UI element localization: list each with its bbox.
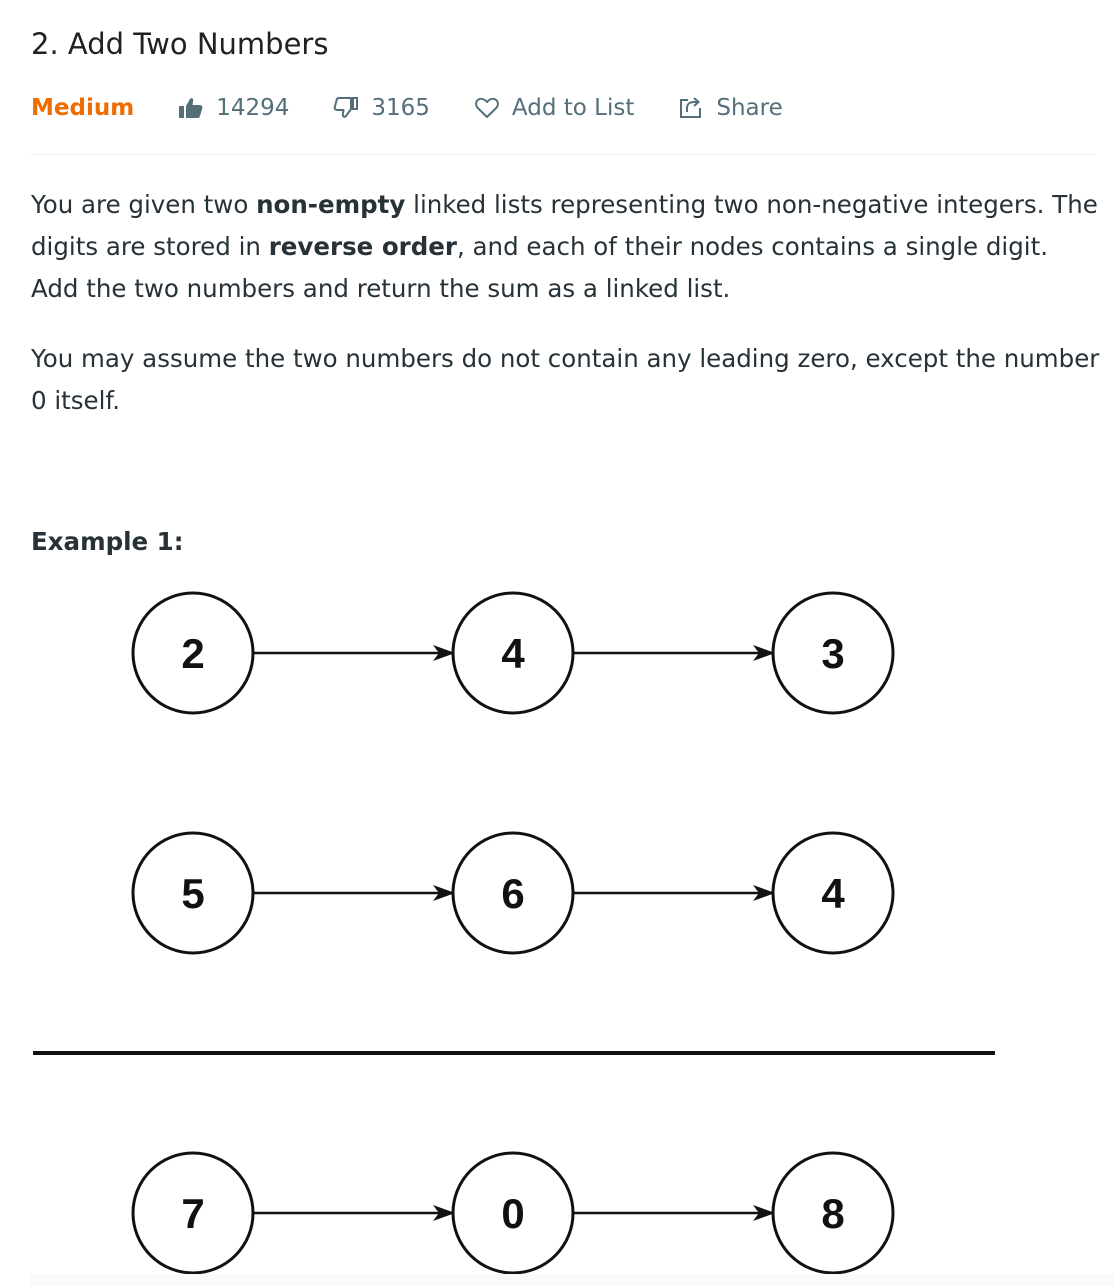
header-divider: [31, 154, 1095, 155]
emphasis-reverse-order: reverse order: [268, 232, 457, 261]
share-label: Share: [716, 95, 783, 121]
list-node-value: 2: [181, 630, 204, 677]
list-node: [771, 1151, 895, 1275]
description-text: , and each of their nodes contains a sin…: [31, 232, 1048, 303]
heart-icon: [475, 97, 499, 118]
problem-description: You are given two non-empty linked lists…: [31, 184, 1101, 450]
list-node-value: 4: [821, 870, 845, 917]
difficulty-label: Medium: [31, 95, 135, 121]
example-box-edge: [31, 1274, 1115, 1286]
list-node-value: 0: [501, 1190, 524, 1237]
list-node: [451, 591, 575, 715]
list-node: [131, 591, 255, 715]
description-paragraph-2: You may assume the two numbers do not co…: [31, 344, 1100, 415]
list-node: [131, 1151, 255, 1275]
thumbs-down-icon: [334, 97, 359, 118]
linked-list-row: 7 0 8: [131, 1151, 895, 1275]
dislike-button[interactable]: 3165: [333, 95, 430, 121]
list-node: [771, 591, 895, 715]
linked-list-row: 5 6 4: [131, 831, 895, 955]
list-node: [451, 1151, 575, 1275]
list-node-value: 6: [501, 870, 524, 917]
list-node-value: 3: [821, 630, 844, 677]
description-text: You are given two: [31, 190, 257, 219]
list-node: [451, 831, 575, 955]
description-paragraph-1: You are given two non-empty linked lists…: [31, 184, 1101, 310]
list-node-value: 8: [821, 1190, 844, 1237]
list-node-value: 7: [181, 1190, 204, 1237]
share-button[interactable]: Share: [678, 95, 783, 121]
description-text: linked lists representing two non-negati…: [31, 190, 1098, 261]
list-node-value: 5: [181, 870, 204, 917]
thumbs-up-icon: [179, 98, 203, 118]
like-button[interactable]: 14294: [178, 95, 289, 121]
add-to-list-label: Add to List: [511, 95, 635, 121]
emphasis-non-empty: non-empty: [256, 190, 406, 219]
linked-list-row: 2 4 3: [131, 591, 895, 715]
problem-meta-bar: Medium 14294 3165 Add to List Share: [31, 88, 827, 128]
share-icon: [680, 97, 702, 118]
add-to-list-button[interactable]: Add to List: [474, 95, 634, 121]
like-count: 14294: [216, 95, 290, 121]
linked-list-diagram: 2 4 3 5 6 4 7 0 8: [33, 591, 995, 1275]
dislike-count: 3165: [371, 95, 430, 121]
problem-title: 2. Add Two Numbers: [31, 27, 329, 61]
list-node: [771, 831, 895, 955]
list-node-value: 4: [501, 630, 525, 677]
example-heading: Example 1:: [31, 527, 184, 556]
list-node: [131, 831, 255, 955]
